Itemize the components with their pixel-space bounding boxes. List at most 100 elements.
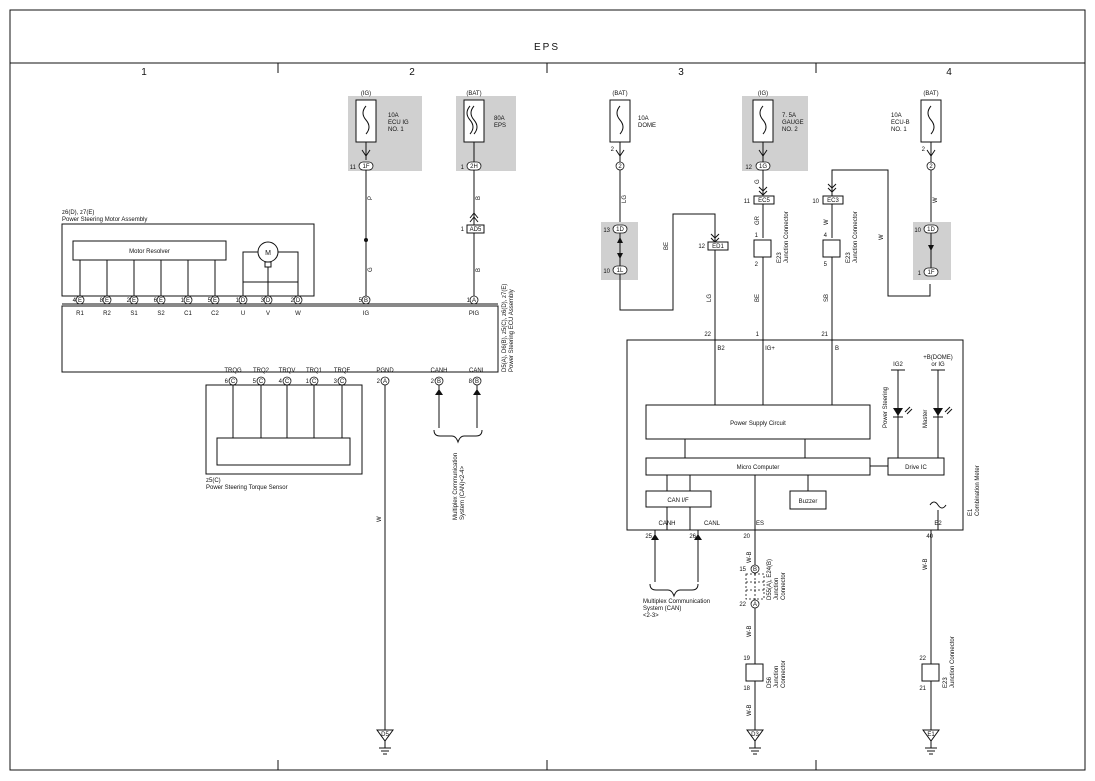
svg-text:R1: R1 [76, 311, 84, 317]
fuse-ecu-b: (BAT) 10A ECU-B NO. 1 2 2 [891, 91, 942, 171]
svg-text:<2-3>: <2-3> [643, 613, 659, 619]
svg-text:4: 4 [824, 233, 828, 239]
svg-text:D3: D3 [751, 732, 759, 738]
svg-text:C2: C2 [211, 311, 219, 317]
wire-color: W-B [747, 551, 753, 563]
meter-lower-pins: 25 26 20 40 [645, 534, 933, 540]
svg-text:EPS: EPS [494, 123, 506, 129]
svg-text:A: A [753, 602, 757, 608]
svg-text:Power Steering Motor Assembly: Power Steering Motor Assembly [62, 217, 147, 223]
svg-text:A: A [472, 298, 476, 304]
svg-text:E23: E23 [777, 252, 783, 263]
svg-text:Connector: Connector [781, 572, 787, 600]
svg-text:1F: 1F [362, 164, 369, 170]
svg-text:1: 1 [467, 298, 471, 304]
svg-text:25: 25 [645, 534, 652, 540]
svg-text:System (CAN): System (CAN) [643, 606, 681, 612]
svg-text:TRQV: TRQV [279, 368, 296, 374]
svg-text:Multiplex Communication: Multiplex Communication [453, 453, 459, 520]
wire-color: GR [755, 215, 761, 225]
svg-text:4: 4 [73, 298, 77, 304]
svg-text:S2: S2 [157, 311, 165, 317]
wire-color: BE [664, 242, 670, 250]
wire-color: LG [707, 294, 713, 302]
svg-text:Master: Master [923, 410, 929, 428]
svg-text:22: 22 [704, 332, 711, 338]
wire-color: B [476, 268, 482, 272]
connector-ec3: EC3 [827, 198, 839, 204]
svg-text:B: B [364, 298, 368, 304]
svg-text:5: 5 [824, 262, 828, 268]
svg-text:2: 2 [922, 147, 926, 153]
svg-text:B: B [437, 379, 441, 385]
svg-text:8: 8 [100, 298, 104, 304]
wire-color: W [824, 219, 830, 225]
svg-text:z6(D), z7(E): z6(D), z7(E) [62, 210, 94, 216]
svg-text:A: A [383, 379, 387, 385]
svg-text:PGND: PGND [376, 368, 394, 374]
svg-text:C: C [340, 379, 345, 385]
svg-text:1: 1 [461, 165, 465, 171]
svg-text:Drive IC: Drive IC [905, 465, 927, 471]
wire-color: LG [622, 195, 628, 203]
svg-text:(BAT): (BAT) [466, 91, 481, 97]
motor-resolver: Motor Resolver [129, 249, 170, 255]
svg-text:20: 20 [743, 534, 750, 540]
svg-text:TRQ1: TRQ1 [306, 368, 323, 374]
can-if [645, 490, 712, 508]
power-supply-circuit [645, 404, 871, 440]
combination-meter: E1 Combination Meter 22 B2 1 IG+ 21 B Po… [626, 332, 981, 531]
svg-text:GAUGE: GAUGE [782, 120, 804, 126]
svg-text:5: 5 [208, 298, 212, 304]
svg-text:E: E [105, 298, 109, 304]
column-label: 3 [678, 67, 684, 78]
fuse-eps: (BAT) 80A EPS 2H 1 [456, 91, 516, 171]
svg-text:D: D [296, 298, 301, 304]
svg-text:1F: 1F [927, 270, 934, 276]
svg-text:E: E [132, 298, 136, 304]
can-link-2: Multiplex Communication System (CAN) <2-… [643, 530, 710, 619]
svg-text:2: 2 [431, 379, 435, 385]
svg-text:40: 40 [926, 534, 933, 540]
eps-ecu-assembly: D5(A), D6(B), z5(C), z6(D), z7(E) Power … [61, 284, 515, 373]
svg-text:1: 1 [918, 271, 922, 277]
svg-text:TRQG: TRQG [224, 368, 242, 374]
fuse-ecu-ig: (IG) 10A ECU IG NO. 1 1F 11 [348, 91, 422, 171]
svg-text:6: 6 [225, 379, 229, 385]
svg-text:B: B [753, 567, 757, 573]
svg-text:80A: 80A [494, 116, 505, 122]
svg-text:E: E [159, 298, 163, 304]
svg-text:+B(DOME): +B(DOME) [923, 355, 953, 361]
svg-text:B2: B2 [717, 346, 725, 352]
svg-text:Junction: Junction [774, 578, 780, 600]
power-steering-lamp-icon [893, 408, 903, 416]
svg-text:Power Steering Torque Sensor: Power Steering Torque Sensor [206, 485, 288, 491]
svg-text:D: D [266, 298, 271, 304]
svg-text:C: C [259, 379, 264, 385]
svg-text:10: 10 [812, 199, 819, 205]
wire-color: W-B [747, 625, 753, 637]
svg-text:1D: 1D [927, 227, 935, 233]
junction-e23-c: 22 21 E23 Junction Connector [919, 636, 956, 692]
svg-text:TRQ2: TRQ2 [253, 368, 270, 374]
junction-d56: 19 18 D56 Junction Connector [743, 656, 787, 692]
svg-text:8: 8 [469, 379, 473, 385]
svg-text:5: 5 [253, 379, 257, 385]
svg-text:E1: E1 [968, 508, 974, 516]
svg-text:M: M [265, 250, 271, 257]
svg-text:E: E [213, 298, 217, 304]
svg-text:D: D [241, 298, 246, 304]
svg-text:Combination Meter: Combination Meter [975, 465, 981, 516]
svg-text:22: 22 [739, 602, 746, 608]
svg-text:2H: 2H [470, 164, 478, 170]
svg-text:W: W [295, 311, 301, 317]
svg-text:CANL: CANL [704, 521, 721, 527]
svg-text:E23: E23 [943, 677, 949, 688]
svg-text:U: U [241, 311, 245, 317]
svg-text:TRQF: TRQF [334, 368, 351, 374]
wire-color: B [476, 196, 482, 200]
junction-block-1D-1F: 1D 10 1F 1 [913, 222, 951, 280]
svg-text:Multiplex Communication: Multiplex Communication [643, 599, 710, 605]
